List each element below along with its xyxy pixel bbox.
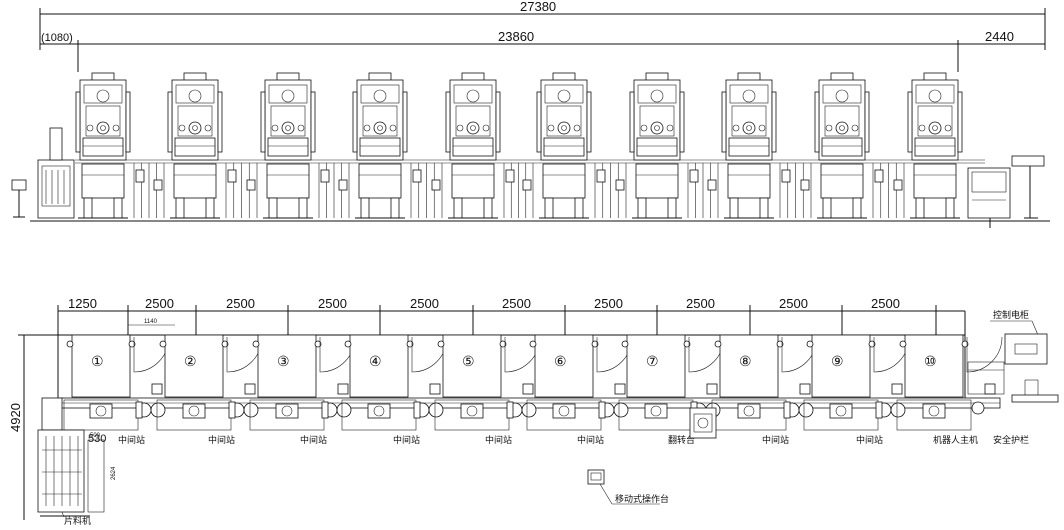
- press-elevation: [907, 72, 963, 219]
- transfer-station-elevation: [318, 163, 350, 218]
- station-number: ③: [277, 354, 290, 370]
- transfer-station-elevation: [503, 163, 534, 218]
- transfer-label: 中间站: [300, 434, 327, 446]
- transfer-label: 中间站: [762, 434, 789, 446]
- press-elevation: [260, 72, 316, 219]
- transfer-label: 中间站: [856, 434, 883, 446]
- feeder-label: 片料机: [64, 515, 91, 527]
- transfer-station-elevation: [594, 163, 627, 218]
- pitch-dimension: 2500: [410, 296, 439, 311]
- robot-main-label: 机器人主机: [933, 434, 978, 446]
- press-plan: ⑥: [526, 334, 633, 431]
- press-elevation: [352, 72, 408, 219]
- end-area: [967, 361, 1059, 415]
- transfer-station-elevation: [687, 163, 719, 218]
- pitch-dimension: 2500: [594, 296, 623, 311]
- control-cabinet: 控制电柜: [990, 309, 1048, 365]
- pitch-dimension: 2500: [318, 296, 347, 311]
- press-elevation: [814, 72, 870, 219]
- pitch-dimension: 2500: [145, 296, 174, 311]
- transfer-labels: 中间站 中间站 中间站 中间站 中间站 中间站 翻转台 中间站 中间站: [118, 434, 883, 446]
- press-plan-row: ① ② ③ ④ ⑤ ⑥ ⑦ ⑧ ⑨ ⑩: [63, 334, 1003, 431]
- transfer-label: 中间站: [208, 434, 235, 446]
- transfer-station-elevation: [133, 163, 165, 218]
- station-number: ⑦: [646, 354, 659, 370]
- transfer-station-elevation: [872, 163, 905, 218]
- transfer-station-elevation: [225, 163, 258, 218]
- feeder-width-dimension: 530: [88, 433, 106, 445]
- press-plan: ⑦: [618, 334, 725, 431]
- press-plan: ⑩: [896, 334, 1003, 431]
- small-1140-dimension: 1140: [144, 319, 158, 325]
- elevation-view: 27380 (1080) 23860 2440: [11, 0, 1050, 228]
- station-number: ⑥: [554, 354, 567, 370]
- pitch-dimension-chain: 2500 2500 2500 2500 2500 2500 2500 2500 2500: [57, 296, 937, 335]
- end-unloader-elevation: [967, 155, 1045, 228]
- press-row: [75, 72, 963, 219]
- press-plan: ②: [156, 334, 263, 431]
- transfer-label: 翻转台: [668, 434, 695, 446]
- first-pitch-dimension: 1250: [68, 296, 97, 311]
- transfer-label: 中间站: [577, 434, 604, 446]
- height-dimension: 4920: [8, 403, 23, 432]
- station-number: ⑩: [924, 354, 937, 370]
- press-elevation: [536, 72, 592, 219]
- press-elevation: [75, 72, 131, 219]
- transfer-label: 中间站: [118, 434, 145, 446]
- press-elevation: [721, 72, 777, 219]
- small-2624-dimension: 2624: [111, 466, 117, 480]
- transfer-station-elevation: [410, 163, 443, 218]
- press-plan: ⑤: [434, 334, 541, 431]
- station-number: ⑧: [739, 354, 752, 370]
- flip-table: [689, 407, 717, 439]
- press-elevation: [629, 72, 685, 219]
- transfer-station-elevation: [779, 163, 812, 218]
- press-plan: ③: [249, 334, 356, 431]
- control-cabinet-label: 控制电柜: [993, 309, 1029, 321]
- press-elevation: [445, 72, 501, 219]
- pitch-dimension: 2500: [226, 296, 255, 311]
- overall-length-dimension: 27380: [520, 0, 556, 14]
- press-plan: ④: [341, 334, 448, 431]
- blank-feeder-elevation: [37, 127, 75, 219]
- station-number: ⑤: [462, 354, 475, 370]
- right-section-dimension: 2440: [985, 29, 1014, 44]
- transfer-label: 中间站: [485, 434, 512, 446]
- press-plan: ⑨: [803, 334, 910, 431]
- left-offset-dimension: (1080): [41, 32, 73, 44]
- pitch-dimension: 2500: [502, 296, 531, 311]
- pitch-dimension: 2500: [779, 296, 808, 311]
- small-500-dimension: 500: [90, 433, 101, 439]
- station-number: ②: [184, 354, 197, 370]
- press-plan: ①: [63, 334, 170, 431]
- press-line-length-dimension: 23860: [498, 29, 534, 44]
- operator-console: [11, 179, 27, 218]
- transfer-label: 中间站: [393, 434, 420, 446]
- station-number: ⑨: [831, 354, 844, 370]
- press-plan: ⑧: [711, 334, 818, 431]
- safety-guard-label: 安全护栏: [993, 434, 1029, 446]
- station-number: ①: [91, 354, 104, 370]
- mobile-console-label: 移动式操作台: [615, 493, 669, 505]
- mobile-console: 移动式操作台: [587, 469, 669, 505]
- pitch-dimension: 2500: [686, 296, 715, 311]
- blank-feeder-plan: 530 2624 500 片料机: [37, 397, 117, 527]
- pitch-dimension: 2500: [871, 296, 900, 311]
- press-elevation: [167, 72, 223, 219]
- station-number: ④: [369, 354, 382, 370]
